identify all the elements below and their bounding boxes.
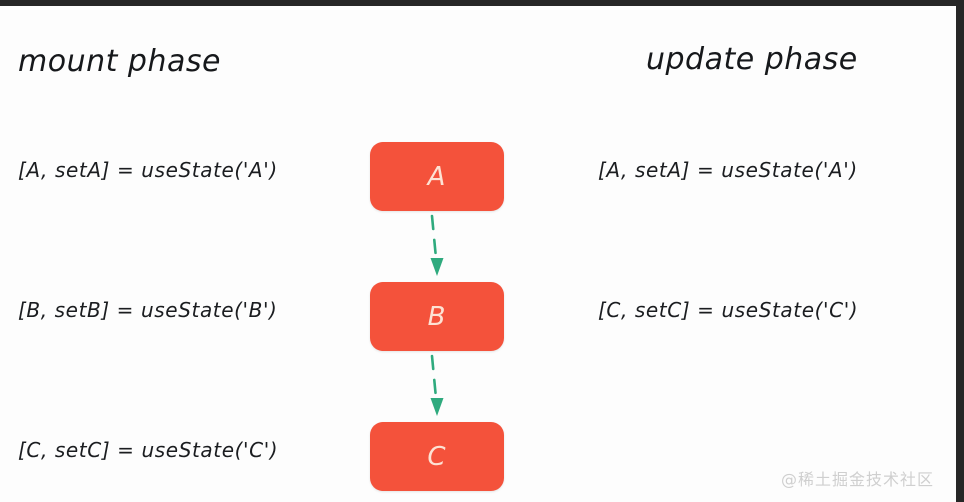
diagram-canvas: mount phase update phase [A, setA] = use…: [0, 6, 956, 502]
flow-node-a-label: A: [427, 161, 447, 192]
flow-arrow-a-to-b-icon: [412, 212, 462, 282]
mount-state-line-c: [C, setC] = useState('C'): [18, 438, 279, 462]
update-state-line-a: [A, setA] = useState('A'): [598, 158, 858, 182]
flow-node-c-label: C: [427, 441, 447, 472]
flow-node-b: B: [370, 282, 504, 351]
flow-node-a: A: [370, 142, 504, 211]
update-state-line-c: [C, setC] = useState('C'): [598, 298, 859, 322]
mount-state-line-a: [A, setA] = useState('A'): [18, 158, 278, 182]
mount-phase-title: mount phase: [18, 44, 221, 79]
flow-node-b-label: B: [427, 301, 447, 332]
right-edge-band: [956, 0, 964, 502]
flow-arrow-b-to-c-icon: [412, 352, 462, 422]
flow-node-c: C: [370, 422, 504, 491]
mount-state-line-b: [B, setB] = useState('B'): [18, 298, 278, 322]
top-edge-band: [0, 0, 964, 6]
watermark: @稀土掘金技术社区: [780, 470, 934, 489]
update-phase-title: update phase: [646, 42, 858, 77]
